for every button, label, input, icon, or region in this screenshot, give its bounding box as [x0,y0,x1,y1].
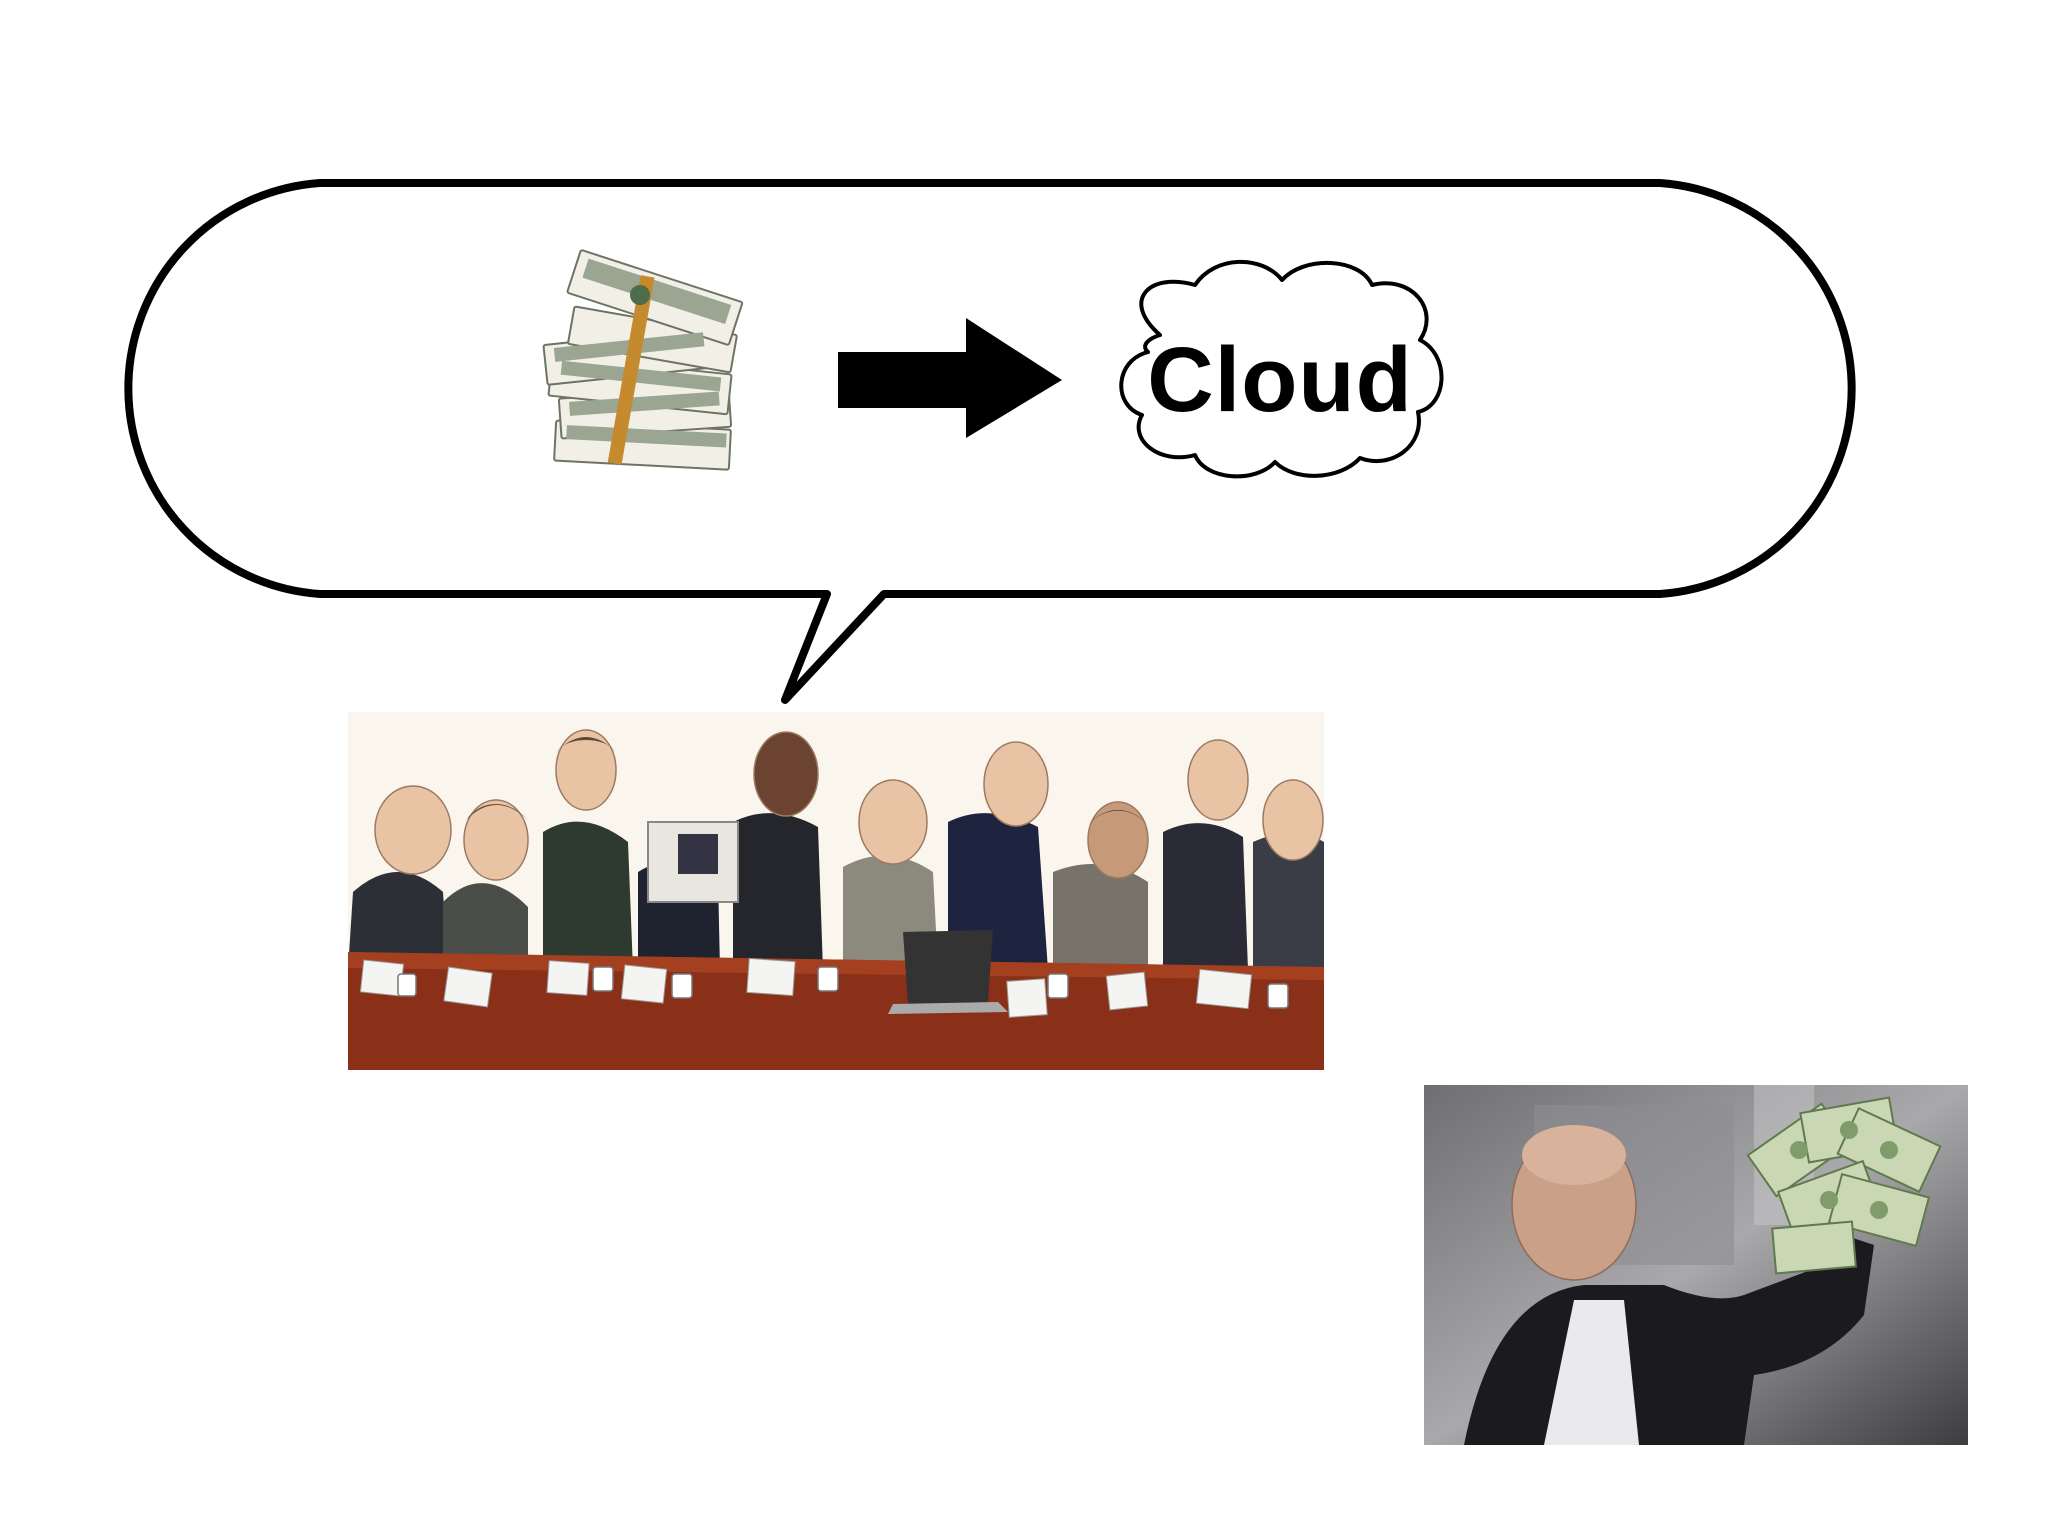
cash-stack-icon [542,249,744,471]
board-members-illustration [348,712,1324,1070]
right-arrow-icon [838,318,1062,438]
conference-table [348,930,1324,1070]
founder-holding-cash-photo [1424,1085,1968,1445]
cash-fan-icon [1746,1096,1942,1275]
cloud-shape [1119,259,1444,479]
cloud-label: Cloud [1147,328,1413,431]
board-members [348,729,1324,970]
